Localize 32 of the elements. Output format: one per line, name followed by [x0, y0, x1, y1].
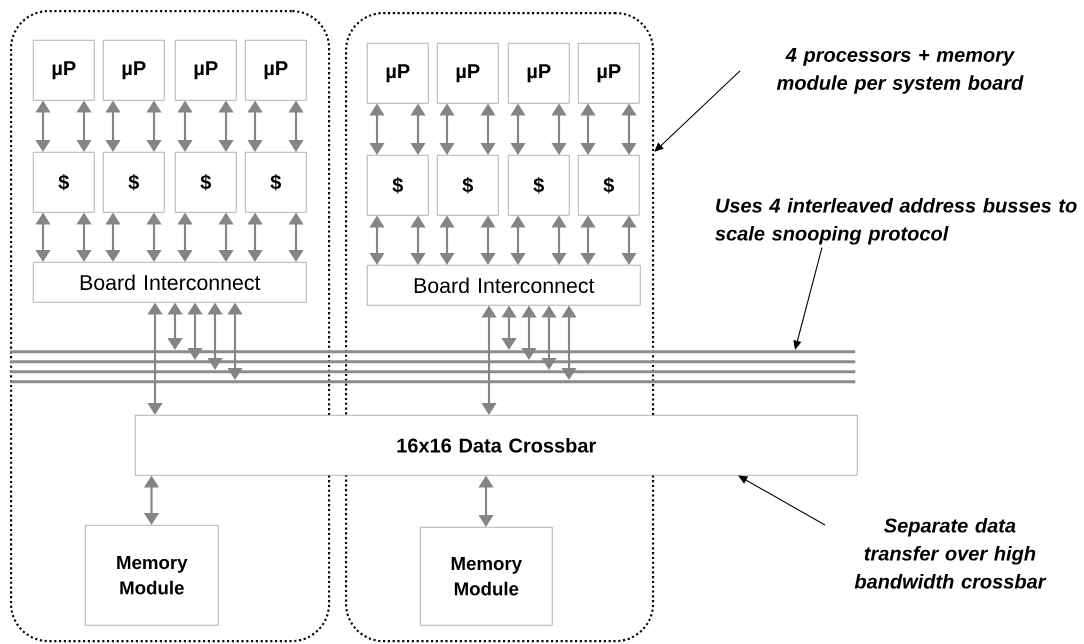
- cache-box: $: [367, 155, 429, 216]
- processor-box: µP: [578, 43, 640, 104]
- board-outline: [345, 12, 655, 643]
- bus-line: [10, 370, 856, 374]
- cache-box: $: [578, 155, 640, 216]
- crossbar-box: 16x16 Data Crossbar: [135, 415, 858, 476]
- cache-box: $: [33, 152, 95, 213]
- processor-box: µP: [175, 40, 237, 101]
- cache-box: $: [103, 152, 165, 213]
- memory-box: Memory Module: [420, 527, 553, 626]
- processor-box: µP: [437, 43, 499, 104]
- memory-box: Memory Module: [85, 525, 219, 626]
- cache-box: $: [175, 152, 237, 213]
- processor-box: µP: [245, 40, 307, 101]
- leader-arrow: [654, 70, 741, 152]
- callout-text: Uses 4 interleaved address busses to scale snooping protocol: [715, 197, 1077, 245]
- leader-arrow: [793, 247, 823, 350]
- processor-box: µP: [367, 43, 429, 104]
- cache-box: $: [245, 152, 307, 213]
- cache-box: $: [437, 155, 499, 216]
- processor-box: µP: [33, 40, 95, 101]
- bus-line: [10, 350, 856, 354]
- bus-line: [10, 380, 856, 384]
- leader-arrow: [738, 475, 826, 526]
- callout-text: Separate data transfer over high bandwidth crossbar: [854, 517, 1047, 589]
- board-outline: [10, 10, 331, 643]
- callout-text: 4 processors + memory module per system board: [776, 47, 1024, 94]
- interconnect-box: Board Interconnect: [33, 262, 307, 303]
- interconnect-box: Board Interconnect: [367, 265, 641, 306]
- processor-box: µP: [103, 40, 165, 101]
- cache-box: $: [508, 155, 570, 216]
- processor-box: µP: [508, 43, 570, 104]
